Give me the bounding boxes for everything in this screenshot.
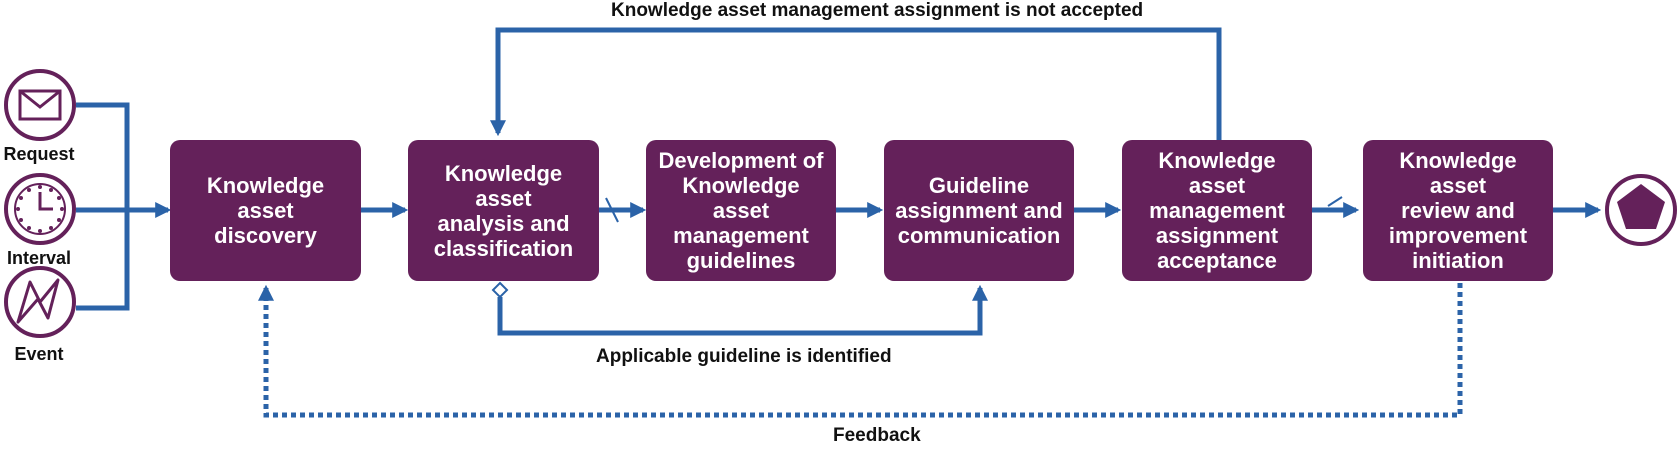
step-guidelines-development[interactable]: Development of Knowledge asset managemen… [646,140,836,281]
step-analysis-and-classification[interactable]: Knowledge asset analysis and classificat… [408,140,599,281]
interval-label: Interval [6,248,72,268]
end-event [1605,174,1677,246]
step-guideline-assignment[interactable]: Guideline assignment and communication [884,140,1074,281]
step-label: Knowledge asset analysis and classificat… [433,160,574,261]
step-label: Knowledge asset discovery [206,173,325,248]
guideline-gateway-diamond [491,281,509,299]
step-knowledge-asset-discovery[interactable]: Knowledge asset discovery [170,140,361,281]
interval-event [4,173,76,245]
guideline-identified-flow [497,284,989,336]
not-accepted-label: Knowledge asset management assignment is… [611,0,1144,21]
conditional-flow-slash [1327,196,1343,207]
start-merge-connector [76,102,172,311]
lightning-icon [16,278,60,324]
request-label: Request [3,144,75,164]
step-label: Knowledge asset management assignment ac… [1149,148,1285,273]
step-review-and-improvement[interactable]: Knowledge asset review and improvement i… [1363,140,1553,281]
not-accepted-loop [489,27,1222,140]
step-label: Guideline assignment and communication [895,173,1063,248]
feedback-label: Feedback [833,425,921,446]
feedback-loop [257,283,1463,418]
event-label: Event [14,344,64,364]
request-event [4,69,76,141]
step-label: Knowledge asset review and improvement i… [1388,148,1528,273]
step-assignment-acceptance[interactable]: Knowledge asset management assignment ac… [1122,140,1312,281]
clock-icon [14,183,66,235]
event-event [4,266,76,338]
guideline-identified-label: Applicable guideline is identified [596,346,892,367]
envelope-icon [18,89,62,121]
default-flow-slash [605,197,619,223]
pentagon-icon [1617,184,1665,229]
step-label: Development of Knowledge asset managemen… [658,148,824,273]
